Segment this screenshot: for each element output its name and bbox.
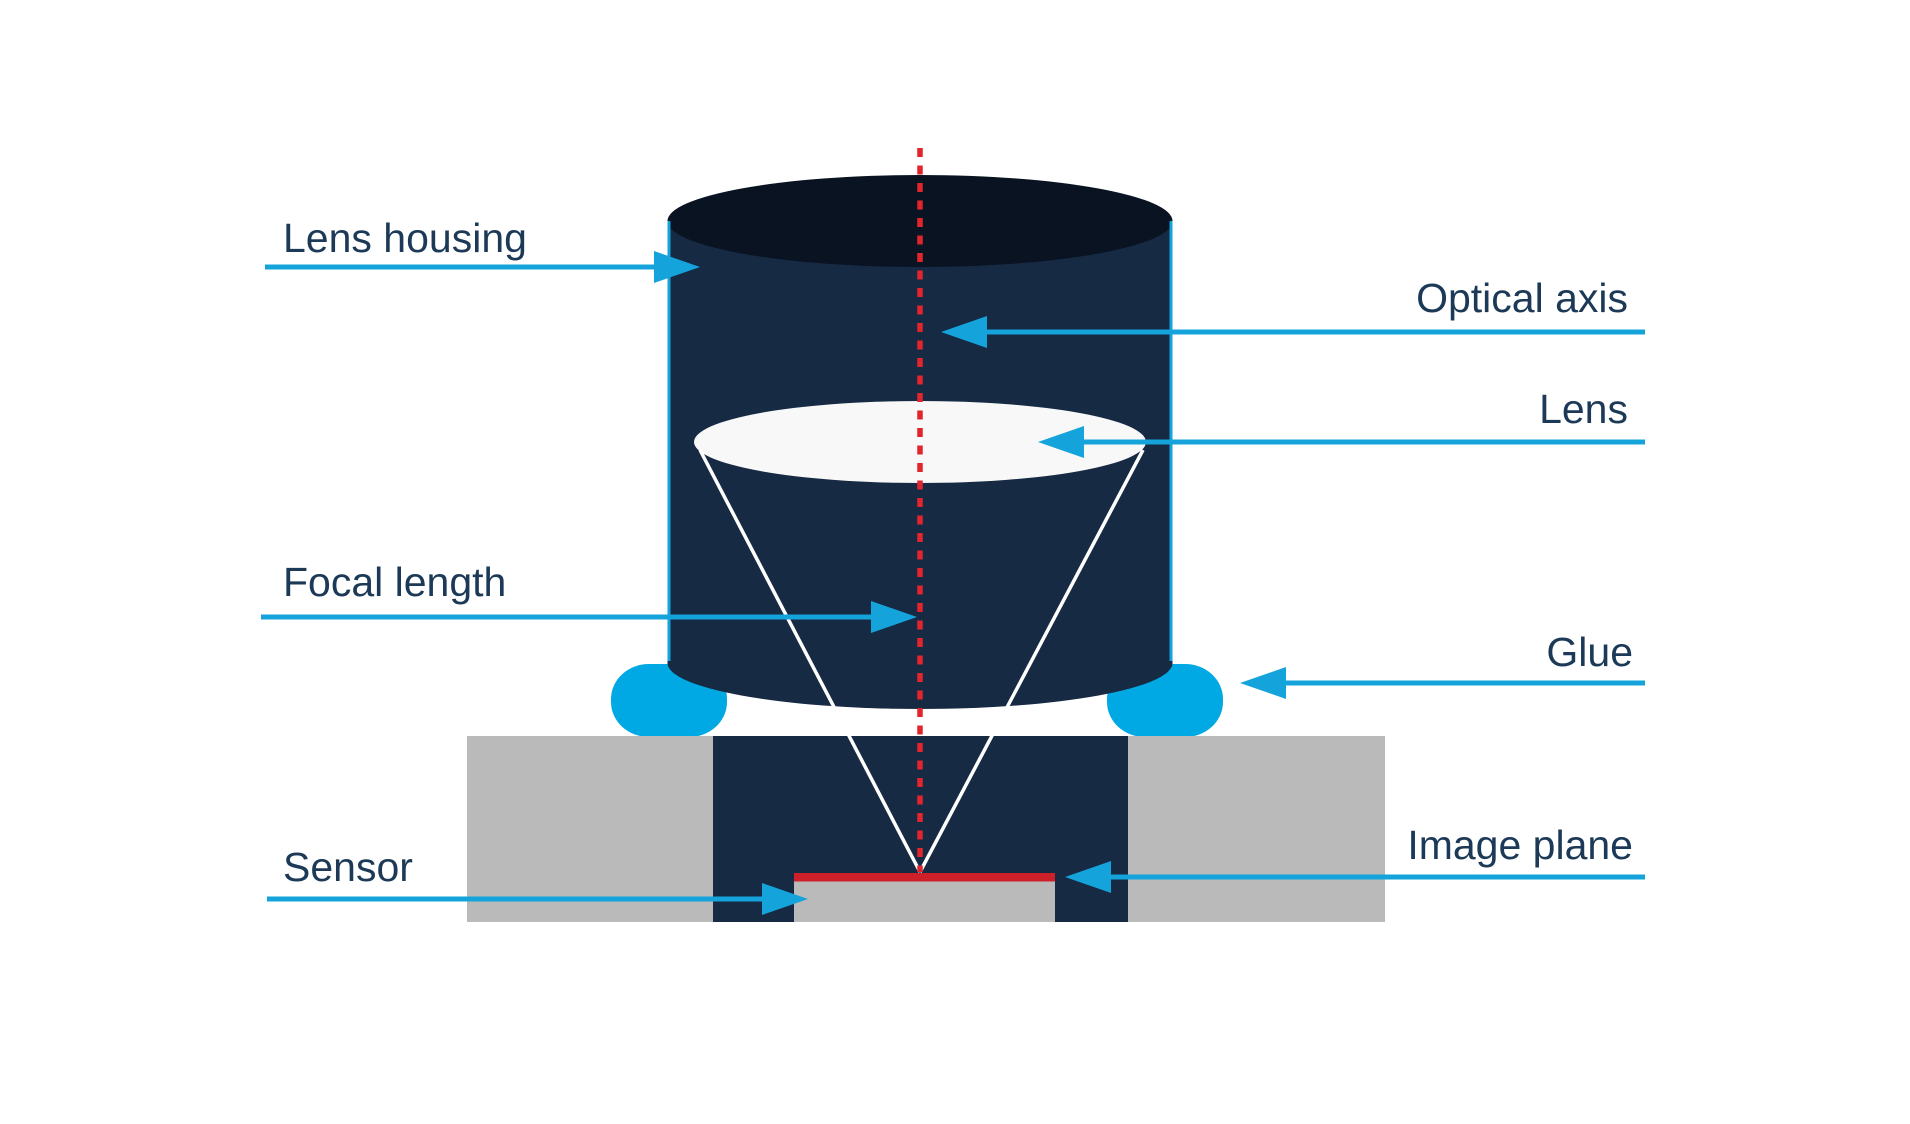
light-cone-left-ray xyxy=(698,449,922,873)
optical-axis-label: Optical axis xyxy=(1416,275,1628,321)
sensor-arrowhead xyxy=(762,883,808,915)
lens-housing-arrowhead xyxy=(654,251,700,283)
sensor-label: Sensor xyxy=(283,844,413,890)
glue-arrow xyxy=(1240,667,1645,699)
image-plane-arrow xyxy=(1065,861,1645,893)
focal-length-arrow xyxy=(261,601,917,633)
glue-label: Glue xyxy=(1546,629,1633,675)
sensor-arrow xyxy=(267,883,808,915)
sensor-die xyxy=(794,878,1055,922)
optical-axis-arrowhead xyxy=(941,316,987,348)
image-plane-label: Image plane xyxy=(1407,822,1633,868)
lens-housing-label: Lens housing xyxy=(283,215,527,261)
lens-ellipse xyxy=(694,401,1146,483)
glue-arrowhead xyxy=(1240,667,1286,699)
lens-housing-arrow xyxy=(265,251,700,283)
image-plane-line xyxy=(794,873,1055,882)
optical-axis-arrow xyxy=(941,316,1645,348)
image-plane-arrowhead xyxy=(1065,861,1111,893)
focal-length-label: Focal length xyxy=(283,559,506,605)
focal-length-arrowhead xyxy=(871,601,917,633)
light-cone-right-ray xyxy=(918,449,1145,873)
lens-label: Lens xyxy=(1539,386,1628,432)
lens-arrow xyxy=(1038,426,1645,458)
lens-arrowhead xyxy=(1038,426,1084,458)
